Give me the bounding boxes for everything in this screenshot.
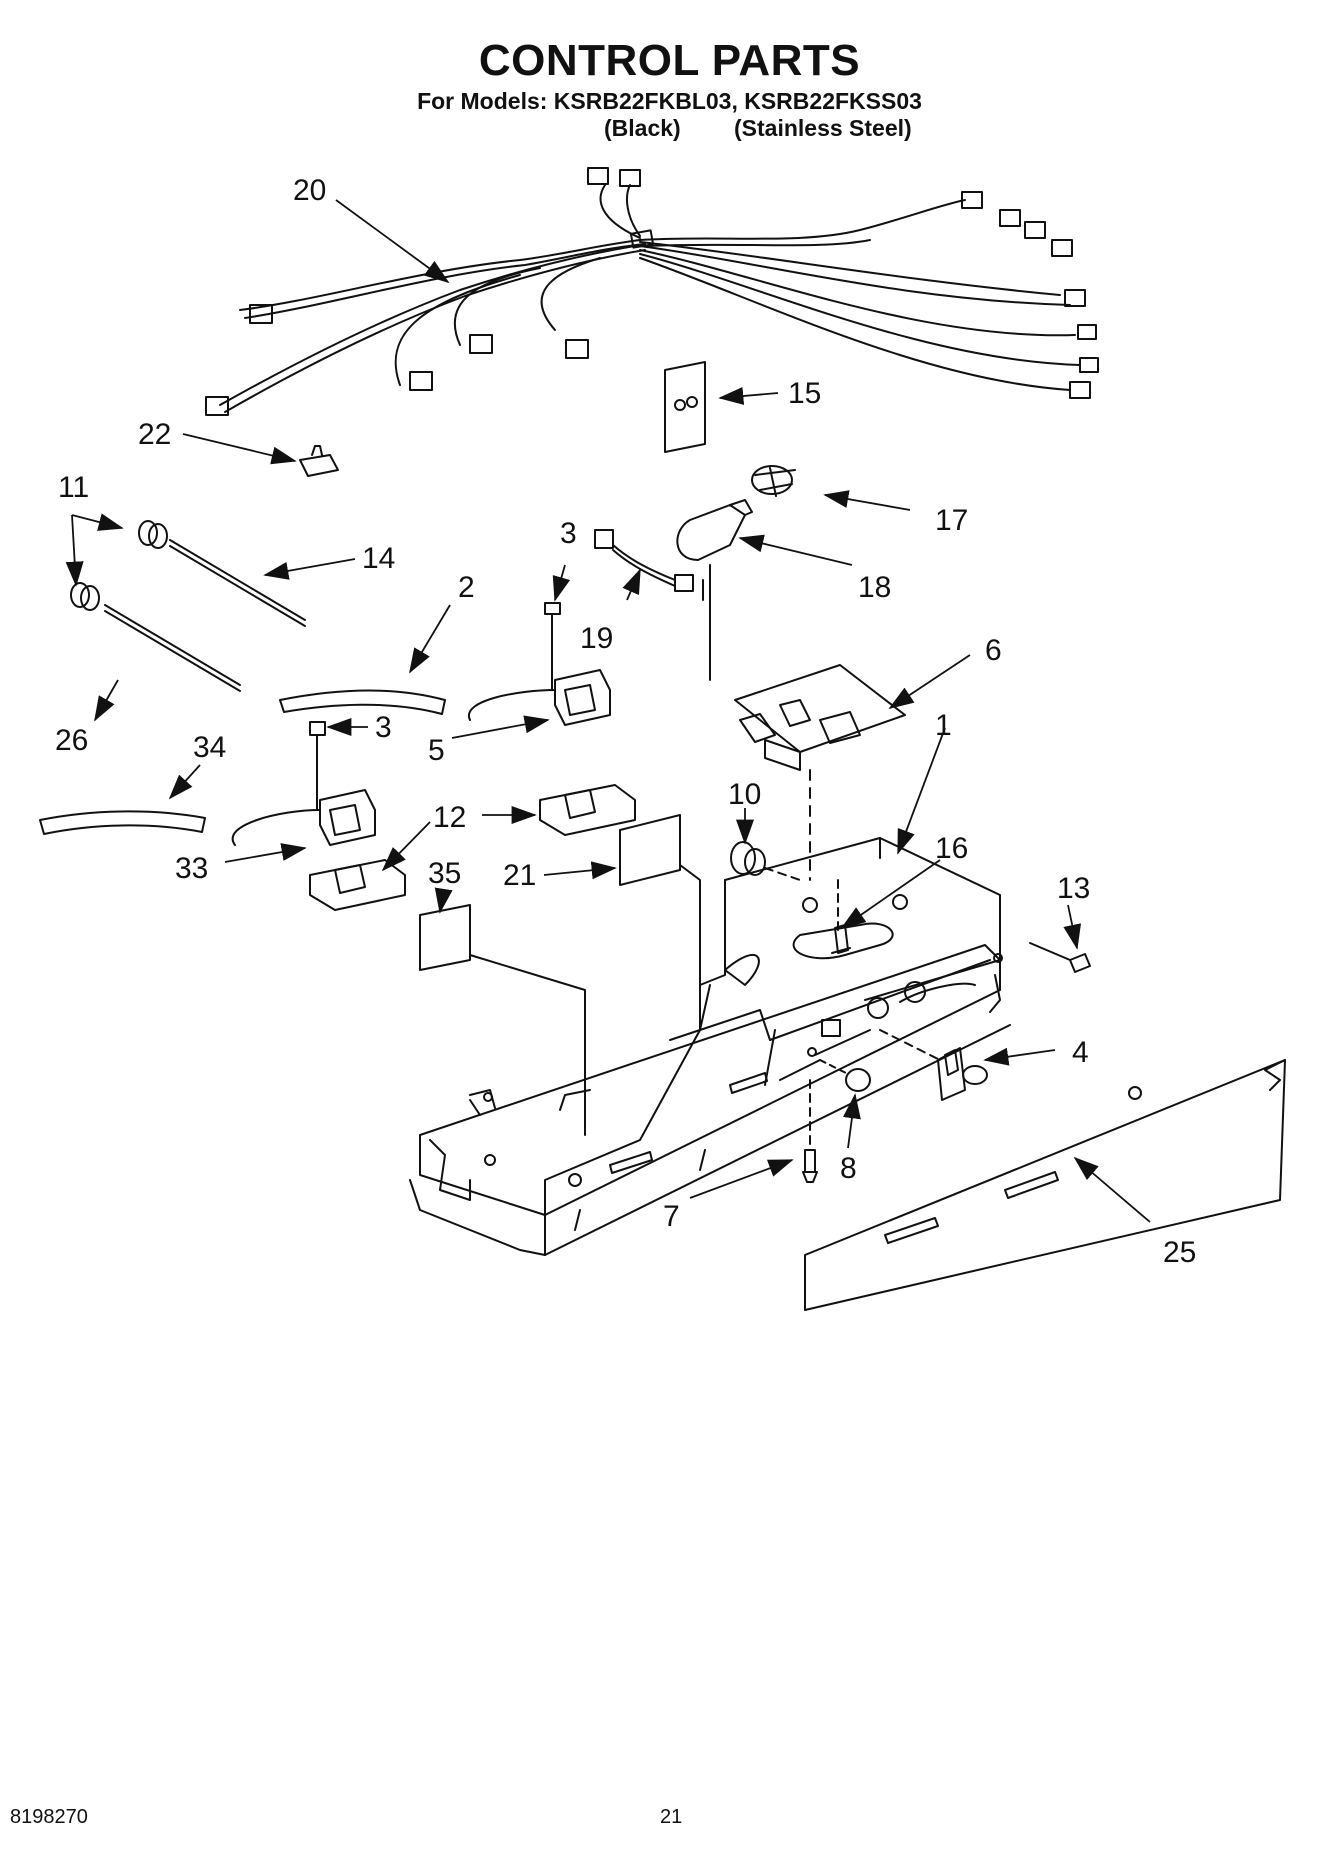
screw-part [831, 924, 851, 954]
callout-6: 6 [985, 634, 1002, 667]
plate-part [664, 361, 706, 453]
document-number: 8198270 [10, 1806, 88, 1828]
label-part [419, 904, 471, 971]
callout-8: 8 [840, 1152, 857, 1185]
callout-4: 4 [1072, 1036, 1089, 1069]
callout-15: 15 [788, 377, 821, 410]
cam-part [309, 784, 636, 911]
tubing-part [279, 689, 446, 715]
clip-part [299, 445, 339, 477]
label-leader [469, 864, 701, 1136]
callout-22: 22 [138, 418, 171, 451]
knob-insert-part [730, 841, 801, 881]
callout-19: 19 [580, 622, 613, 655]
switch-part [879, 1029, 988, 1101]
callout-2: 2 [458, 571, 475, 604]
callout-18: 18 [858, 571, 891, 604]
callout-10: 10 [728, 778, 761, 811]
callout-20: 20 [293, 174, 326, 207]
callout-3b: 3 [375, 711, 392, 744]
callout-7: 7 [663, 1200, 680, 1233]
console-body-part [409, 944, 1011, 1256]
button-part [819, 1059, 871, 1092]
front-trim-part [804, 1059, 1286, 1311]
models-line: For Models: KSRB22FKBL03, KSRB22FKSS03 [417, 88, 922, 114]
callout-1: 1 [935, 709, 952, 742]
wire-jumper-part [594, 529, 704, 601]
callout-5: 5 [428, 734, 445, 767]
variant-black-label: (Black) [604, 115, 681, 141]
callout-17: 17 [935, 504, 968, 537]
callout-11: 11 [58, 471, 89, 504]
callout-3a: 3 [560, 517, 577, 550]
screw-part [802, 1079, 818, 1183]
control-board-part [734, 664, 906, 881]
screw-part [309, 602, 561, 811]
callout-34: 34 [193, 731, 226, 764]
callout-12: 12 [433, 801, 466, 834]
variant-stainless-label: (Stainless Steel) [734, 115, 912, 141]
switch-part [231, 669, 611, 846]
page-number: 21 [660, 1806, 683, 1828]
callout-14: 14 [362, 542, 395, 575]
callout-35: 35 [428, 857, 461, 890]
callout-labels: 20 22 11 14 2 3 19 15 17 18 6 26 34 3 5 … [55, 174, 1196, 1269]
light-bulb-part [676, 499, 753, 681]
screw-part [1029, 942, 1091, 973]
callout-16: 16 [935, 832, 968, 865]
control-housing-part [669, 837, 1001, 1041]
label-part [619, 814, 681, 886]
callout-21: 21 [503, 859, 536, 892]
tubing-part [39, 810, 206, 835]
wire-harness-part [205, 167, 1099, 416]
callout-25: 25 [1163, 1236, 1196, 1269]
callout-33: 33 [175, 852, 208, 885]
light-socket-part [751, 465, 796, 497]
callout-26: 26 [55, 724, 88, 757]
callout-13: 13 [1057, 872, 1090, 905]
leader-arrows [65, 199, 1151, 1223]
tube-assembly-part [70, 520, 306, 692]
page-title: CONTROL PARTS [478, 36, 861, 85]
